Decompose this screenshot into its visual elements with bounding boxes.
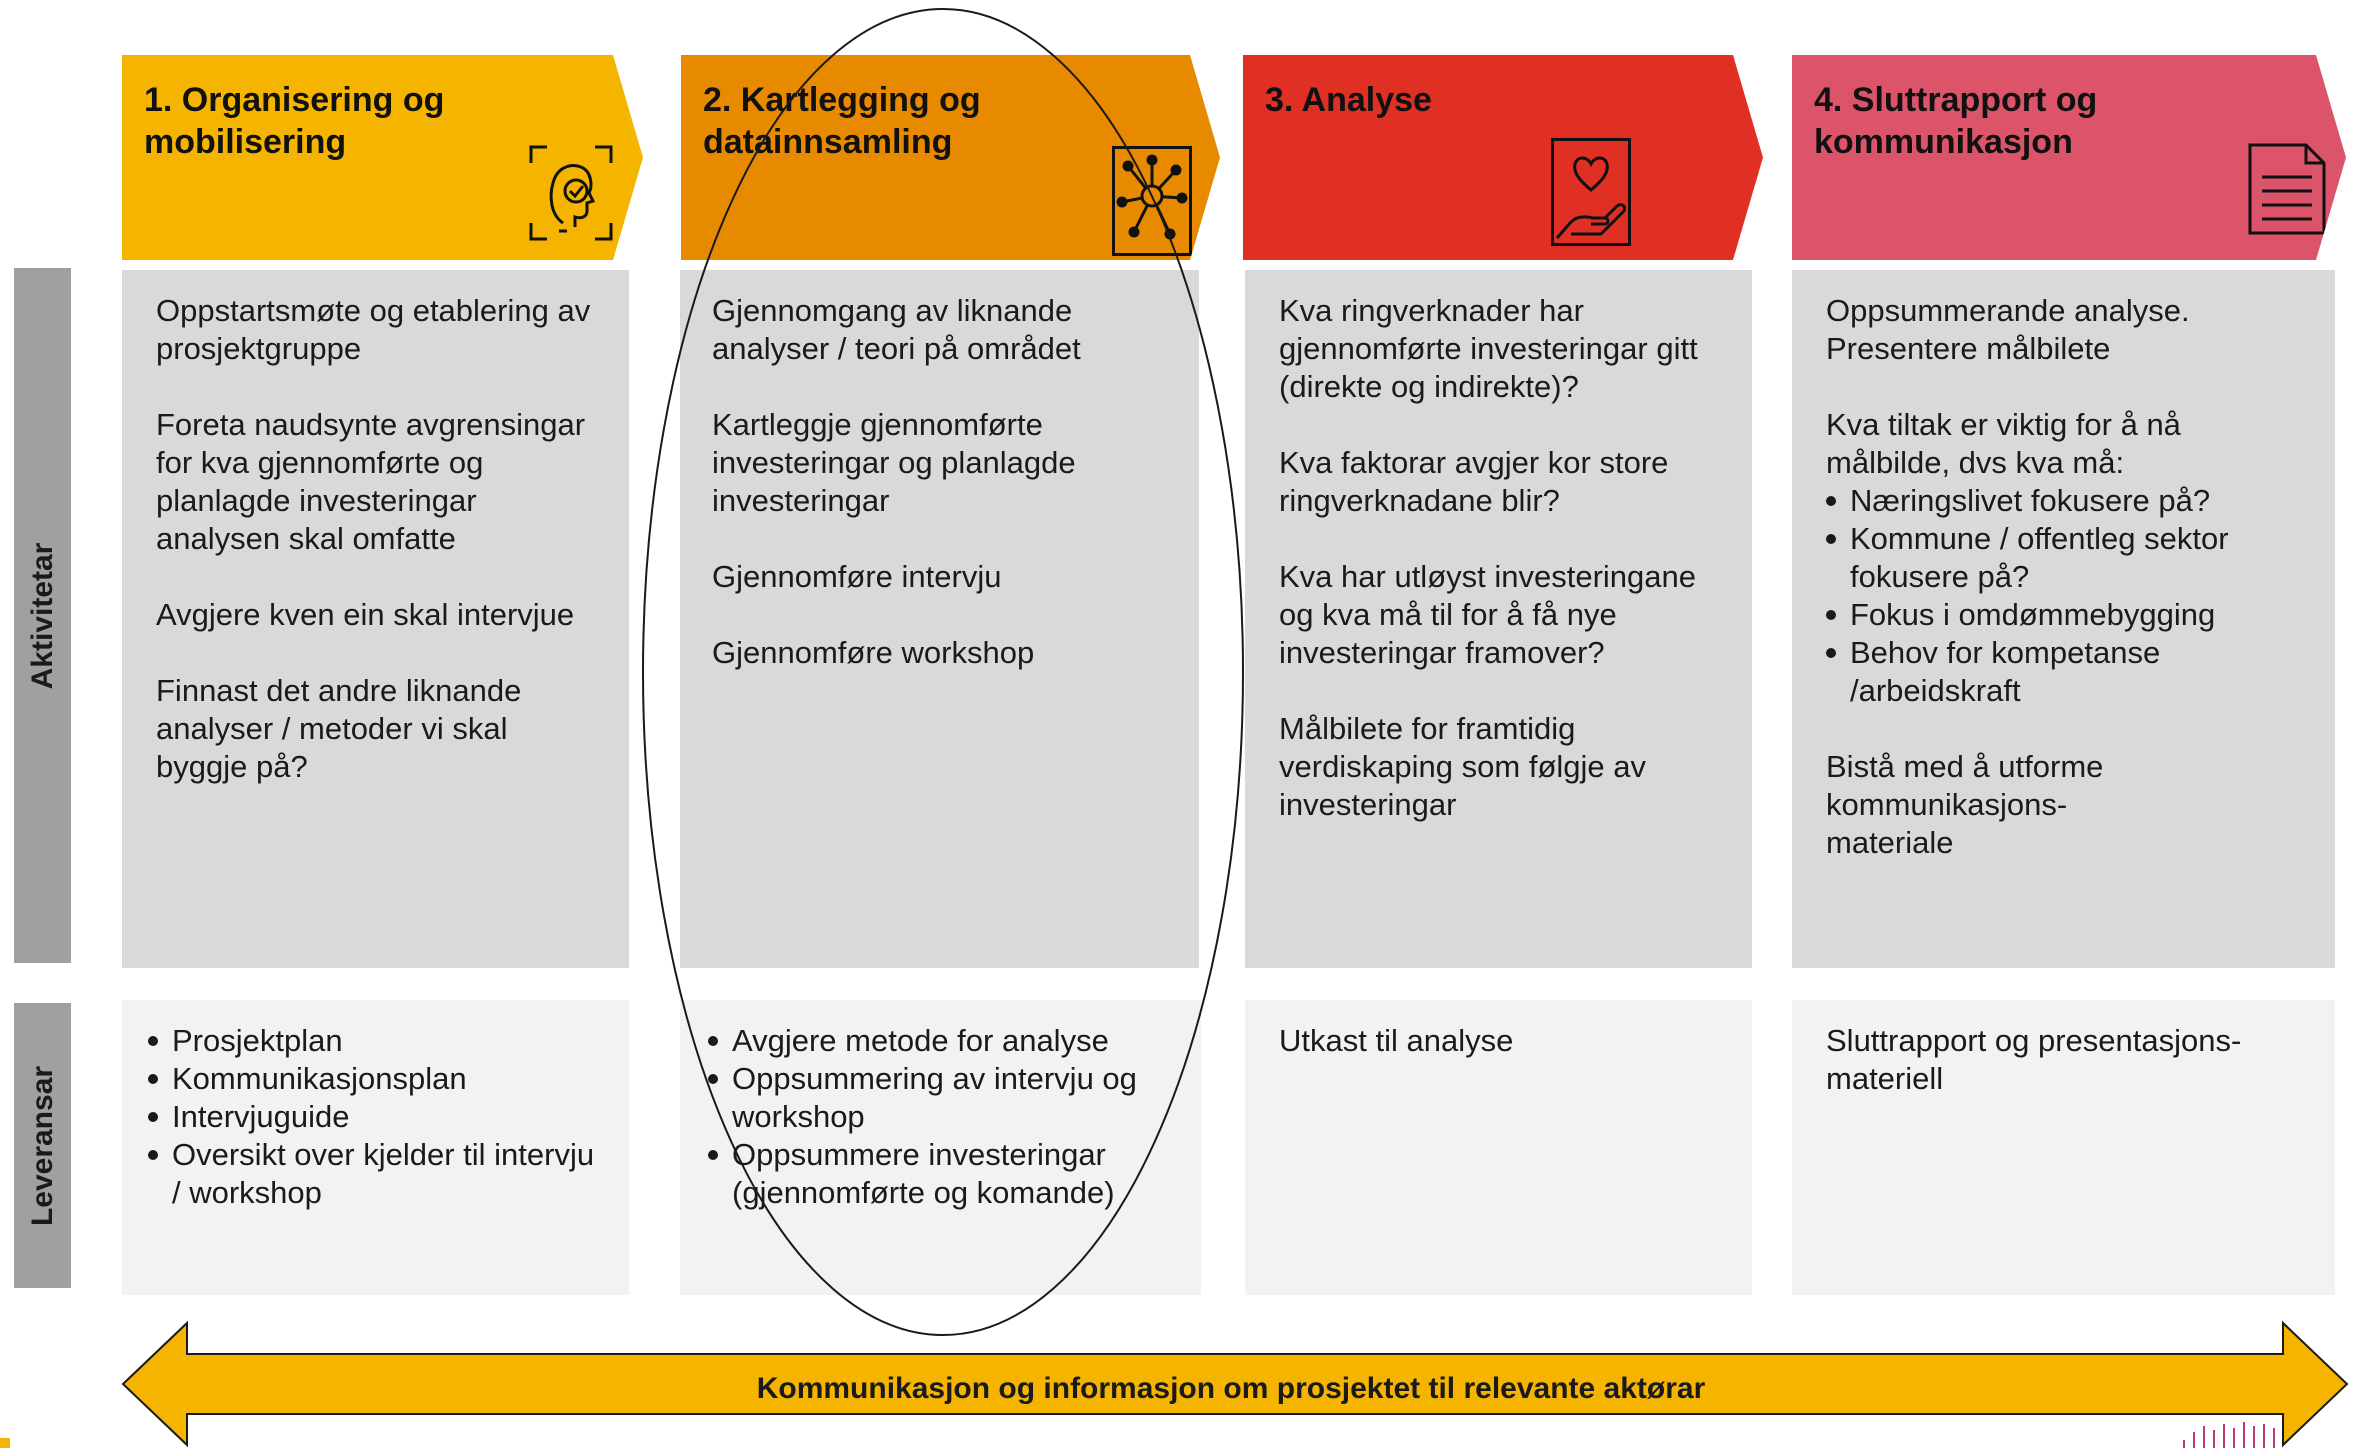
activity-item: Gjennomgang av liknande analyser / teori… <box>712 293 1081 366</box>
list-item: Næringslivet fokusere på? <box>1826 482 2307 520</box>
deliverables-box-4: Sluttrapport og presentasjons-materiell <box>1792 1000 2335 1295</box>
list-item: Behov for kompetanse /arbeidskraft <box>1826 634 2307 710</box>
activity-item: Gjennomføre intervju <box>712 559 1002 594</box>
activity-item: Finnast det andre liknande analyser / me… <box>156 673 522 784</box>
row-label-deliverables: Leveransar <box>14 1003 71 1288</box>
activity-intro: Oppsummerande analyse. Presentere målbil… <box>1826 293 2190 366</box>
activity-item: Oppstartsmøte og etablering av prosjektg… <box>156 293 591 366</box>
document-lines-icon <box>2248 143 2326 235</box>
deliverable-text: Sluttrapport og presentasjons-materiell <box>1826 1023 2242 1096</box>
phase-header-4: 4. Sluttrapport og kommunikasjon <box>1792 55 2346 260</box>
face-scan-check-icon <box>529 145 613 241</box>
row-label-activities-text: Aktivitetar <box>25 542 59 689</box>
phase-title-1: 1. Organisering og mobilisering <box>144 81 445 161</box>
activity-question: Kva tiltak er viktig for å nå målbilde, … <box>1826 407 2181 480</box>
phase-header-1: 1. Organisering og mobilisering <box>122 55 643 260</box>
list-item: Avgjere metode for analyse <box>708 1022 1173 1060</box>
list-item: Intervjuguide <box>148 1098 601 1136</box>
heart-hand-icon <box>1551 138 1631 246</box>
corner-mark-left <box>0 1438 10 1448</box>
phase-title-3: 3. Analyse <box>1265 81 1432 119</box>
activity-item: Gjennomføre workshop <box>712 635 1035 670</box>
activity-item: Kva ringverknader har gjennomførte inves… <box>1279 293 1698 404</box>
list-item: Kommunikasjonsplan <box>148 1060 601 1098</box>
list-item: Oversikt over kjelder til intervju / wor… <box>148 1136 601 1212</box>
phase-title-4: 4. Sluttrapport og kommunikasjon <box>1814 81 2098 161</box>
row-label-deliverables-text: Leveransar <box>25 1065 59 1226</box>
list-item: Oppsummering av intervju og workshop <box>708 1060 1173 1136</box>
deliverables-box-3: Utkast til analyse <box>1245 1000 1752 1295</box>
list-item: Kommune / offentleg sektor fokusere på? <box>1826 520 2307 596</box>
activities-box-2: Gjennomgang av liknande analyser / teori… <box>680 270 1199 968</box>
list-item: Fokus i omdømmebygging <box>1826 596 2307 634</box>
activity-item: Kva faktorar avgjer kor store ringverkna… <box>1279 445 1669 518</box>
deliverables-list: Prosjektplan Kommunikasjonsplan Intervju… <box>148 1022 601 1212</box>
activity-outro: Bistå med å utforme kommunikasjons-mater… <box>1826 749 2104 860</box>
activities-box-4: Oppsummerande analyse. Presentere målbil… <box>1792 270 2335 968</box>
double-arrow <box>121 1320 2349 1448</box>
bar-pattern-decoration <box>2183 1422 2275 1448</box>
deliverable-text: Utkast til analyse <box>1279 1023 1514 1058</box>
list-item: Prosjektplan <box>148 1022 601 1060</box>
network-nodes-icon <box>1112 146 1192 256</box>
activities-box-1: Oppstartsmøte og etablering av prosjektg… <box>122 270 629 968</box>
arrow-label: Kommunikasjon og informasjon om prosjekt… <box>756 1372 1706 1405</box>
phase-header-3: 3. Analyse <box>1243 55 1763 260</box>
deliverables-box-1: Prosjektplan Kommunikasjonsplan Intervju… <box>122 1000 629 1295</box>
deliverables-list: Avgjere metode for analyse Oppsummering … <box>708 1022 1173 1212</box>
activity-item: Kva har utløyst investeringane og kva må… <box>1279 559 1696 670</box>
activity-item: Avgjere kven ein skal intervjue <box>156 597 575 632</box>
activities-box-3: Kva ringverknader har gjennomførte inves… <box>1245 270 1752 968</box>
list-item: Oppsummere investeringar (gjennomførte o… <box>708 1136 1173 1212</box>
activity-item: Foreta naudsynte avgrensingar for kva gj… <box>156 407 586 556</box>
phase-title-2: 2. Kartlegging og datainnsamling <box>703 81 981 161</box>
row-label-activities: Aktivitetar <box>14 268 71 963</box>
activity-bullet-list: Næringslivet fokusere på? Kommune / offe… <box>1826 482 2307 710</box>
deliverables-box-2: Avgjere metode for analyse Oppsummering … <box>680 1000 1201 1295</box>
phase-header-2: 2. Kartlegging og datainnsamling <box>681 55 1220 260</box>
activity-item: Kartleggje gjennomførte investeringar og… <box>712 407 1076 518</box>
activity-item: Målbilete for framtidig verdiskaping som… <box>1279 711 1646 822</box>
